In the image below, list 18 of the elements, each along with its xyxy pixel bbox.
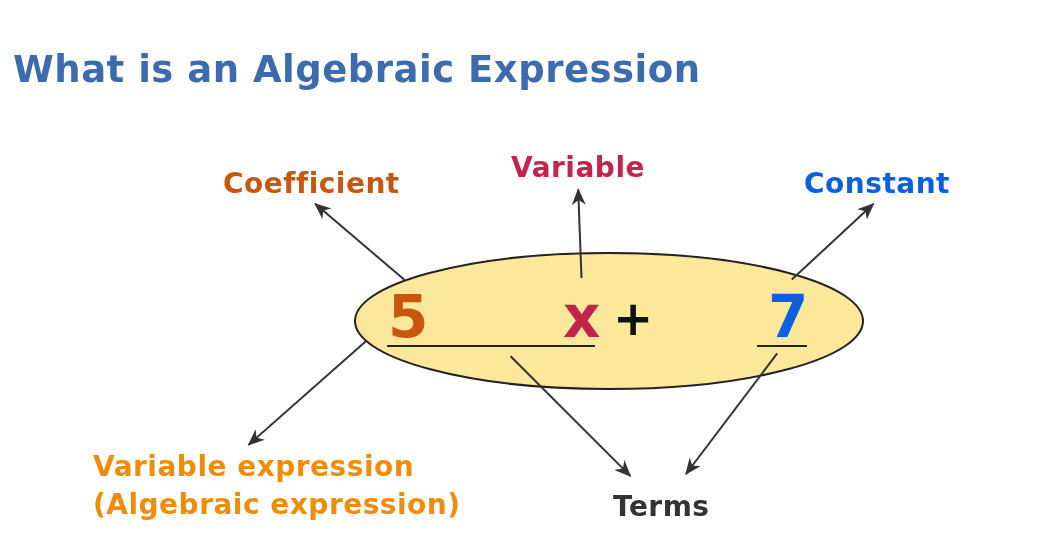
arrow <box>314 202 406 281</box>
arrow <box>509 355 632 477</box>
number-text: 5 <box>388 283 429 353</box>
variable-symbol: x <box>563 283 601 353</box>
plus-sign: + <box>613 290 654 348</box>
callout-label: Constant <box>804 167 950 201</box>
callout-label: Variable <box>511 151 645 185</box>
callout-label: Coefficient <box>223 167 400 201</box>
arrow <box>247 340 367 446</box>
callout-label: Variable expression (Algebraic expression) <box>93 448 493 524</box>
arrow <box>571 188 586 279</box>
arrow <box>685 352 779 476</box>
callout-label: Terms <box>613 490 710 524</box>
number-text: 7 <box>768 283 809 353</box>
highlight-ellipse <box>354 252 864 390</box>
underline <box>757 345 807 347</box>
title: What is an Algebraic Expression <box>13 48 701 93</box>
underline <box>387 345 595 347</box>
